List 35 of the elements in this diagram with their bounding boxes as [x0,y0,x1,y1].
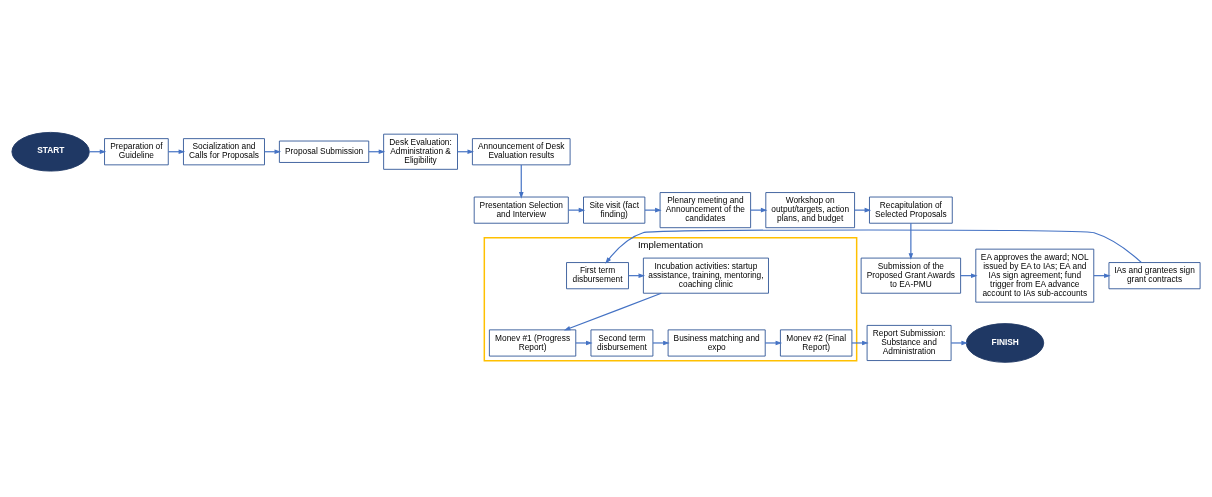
node-box: Announcement of Desk Evaluation results [471,137,571,165]
node-box: IAs and grantees sign grant contracts [1108,261,1201,289]
node-box: Plenary meeting and Announcement of the candidates [659,191,752,228]
arrow [605,228,1142,264]
arrow [908,222,914,260]
arrow [518,163,524,199]
node-box: Incubation activities: startup assistance, training, mentoring, coaching clinic [642,257,769,294]
node-box: Presentation Selection and Interview [473,196,569,224]
node-box: Recapitulation of Selected Proposals [869,196,953,224]
arrow [567,207,586,212]
node-box: Preparation of Guideline [104,137,169,165]
node-box: Second term disbursement [590,328,654,357]
arrow [644,207,662,212]
arrow [854,207,872,212]
node-box: Desk Evaluation: Administration & Eligibility [383,133,458,170]
node-box: First term disbursement [566,261,629,289]
arrow [575,340,593,345]
arrow [764,340,783,345]
node-box: Report Submission: Substance and Administration [866,324,952,361]
node-box: Monev #2 (Final Report) [779,328,853,357]
arrow [750,207,768,212]
node-box: Submission of the Proposed Grant Awards to EA-PMU [860,257,962,294]
node-box: Monev #1 (Progress Report) [488,328,577,357]
node-ellipse: START [11,131,90,172]
arrow [652,340,670,345]
node-ellipse: FINISH [965,322,1045,363]
arrow [851,340,869,345]
arrow [950,340,968,345]
arrow [563,292,662,330]
node-box: Site visit (fact finding) [583,196,646,224]
node-box: EA approves the award; NOL issued by EA to IAs; EA and IAs sign agreement; fund trigger from EA advance account to IAs sub-accounts [975,248,1095,303]
node-box: Proposal Submission [278,140,370,163]
node-box: Workshop on output/targets, action plans, and budget [765,191,855,228]
node-box: Socialization and Calls for Proposals [183,137,265,165]
node-box: Business matching and expo [667,328,766,357]
